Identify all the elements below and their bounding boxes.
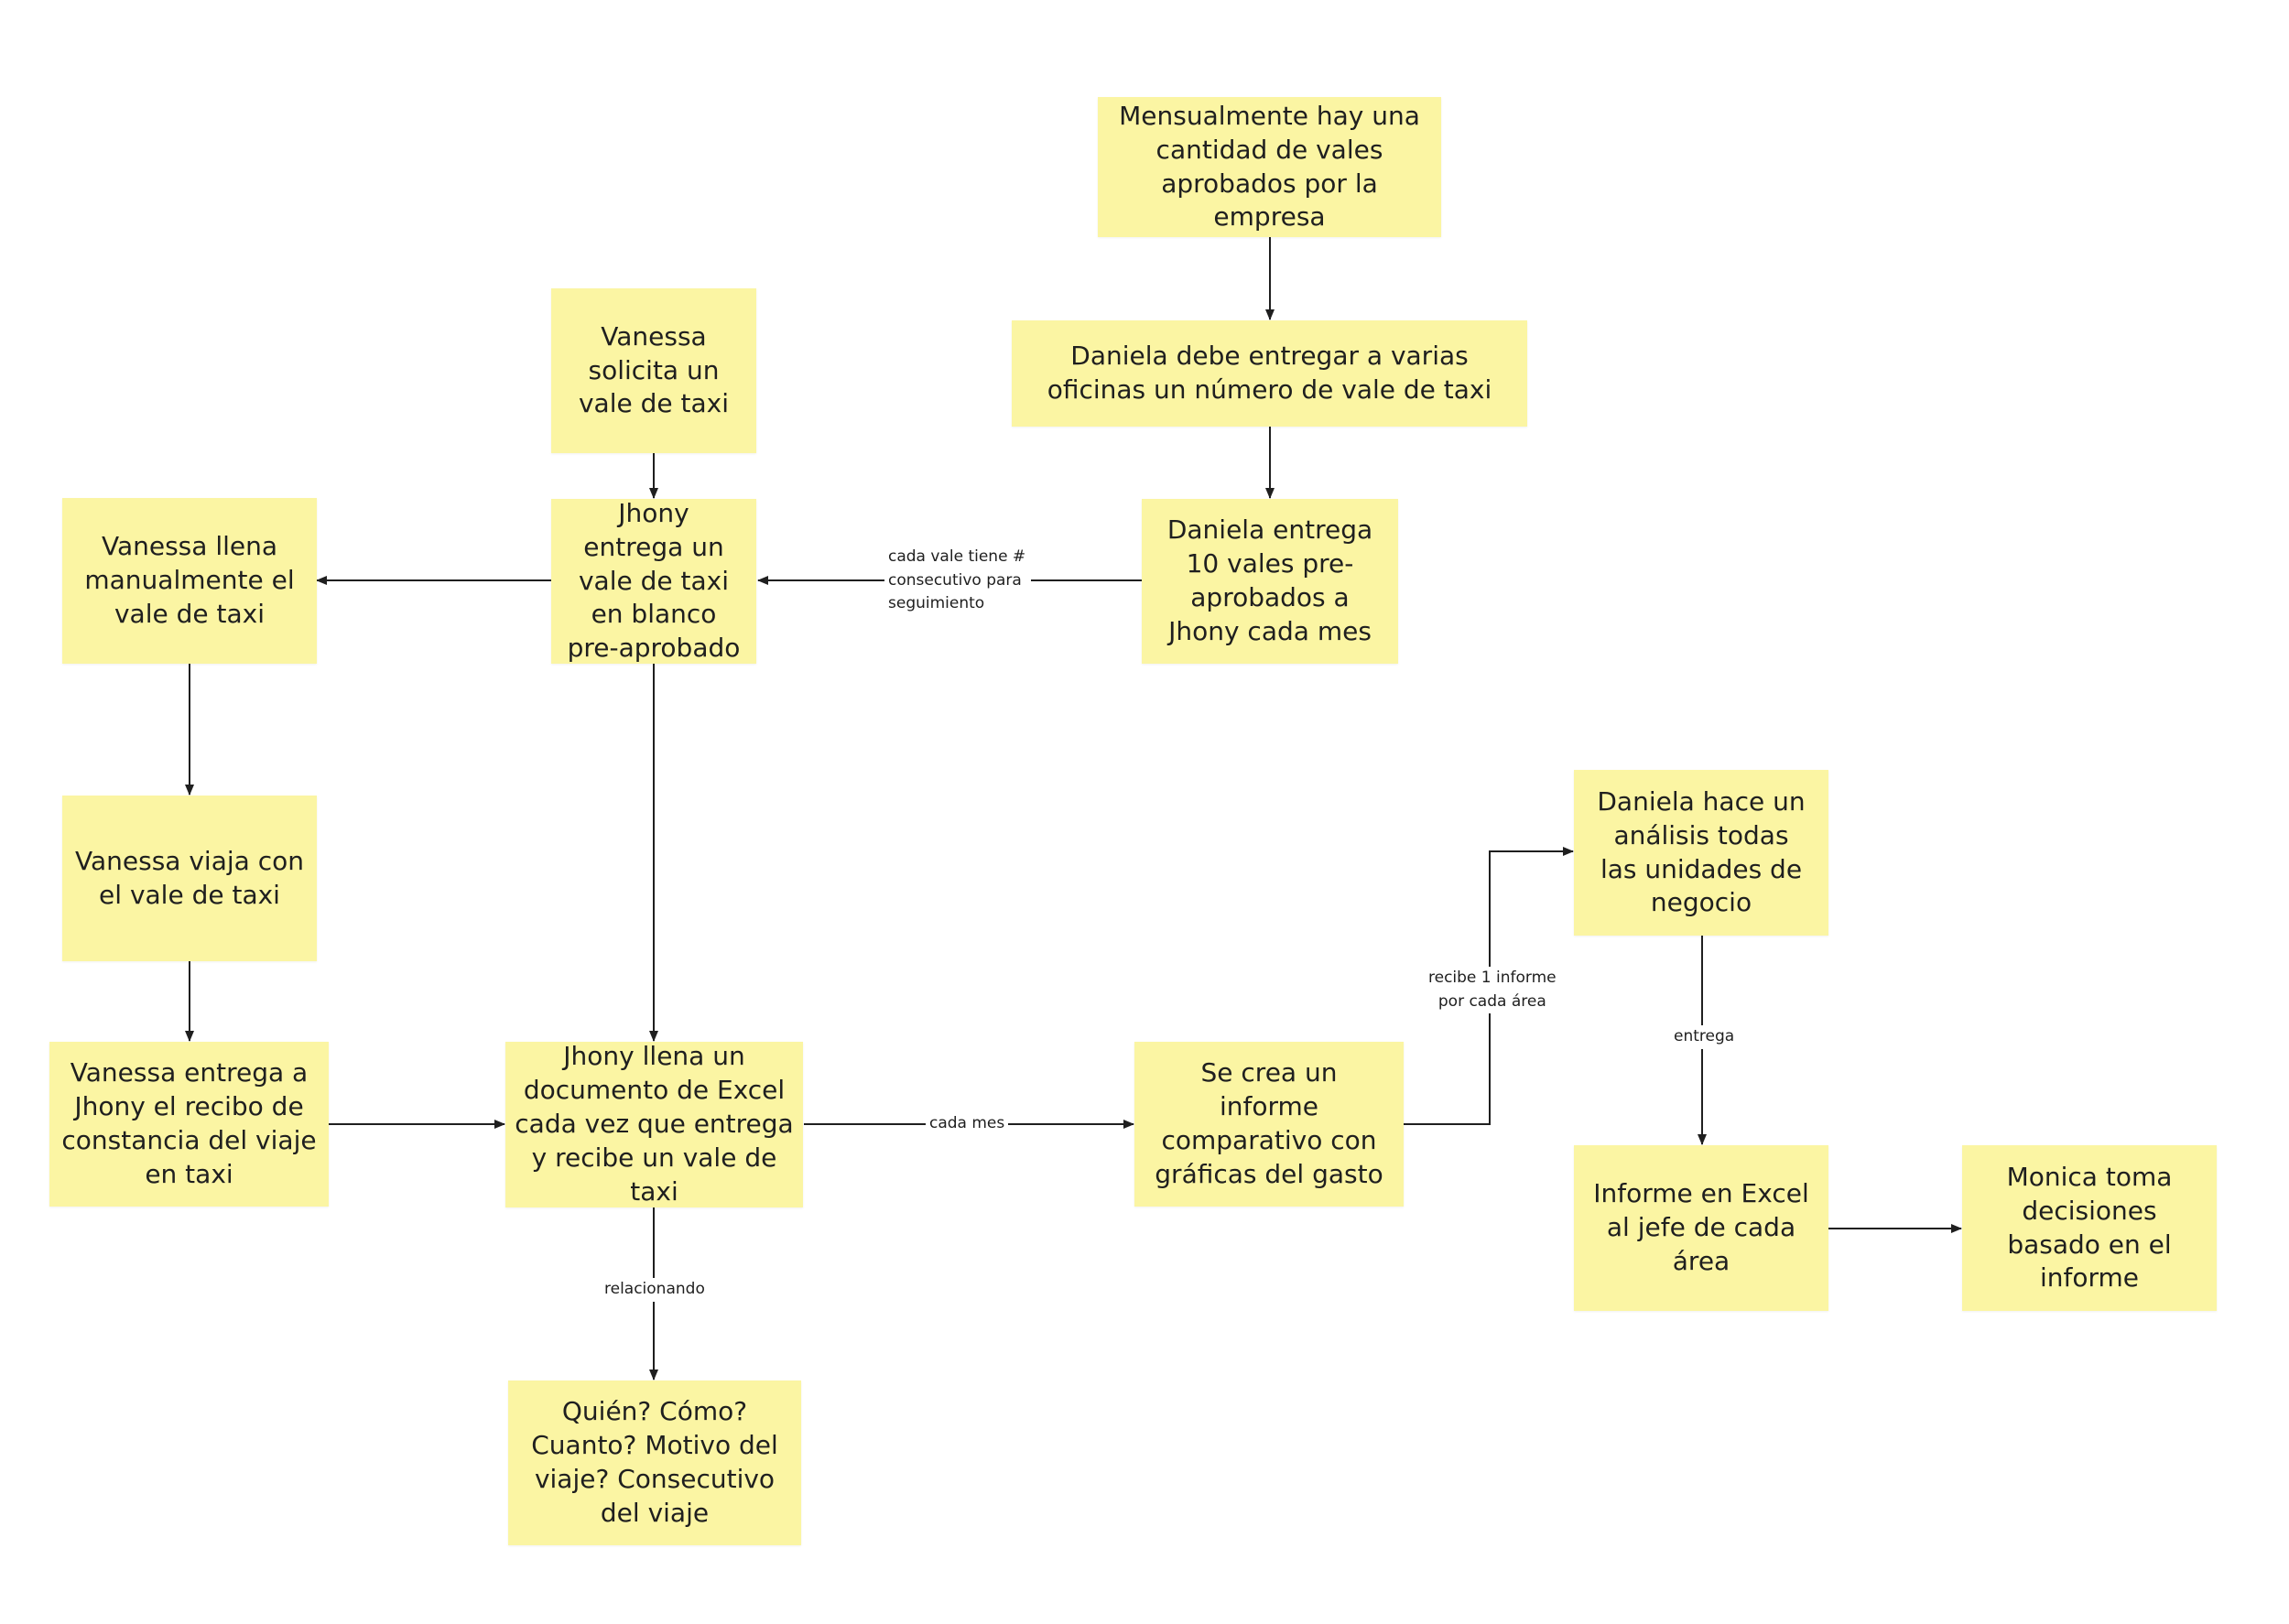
note-vanessa-llena-text: Vanessa llena manualmente el vale de tax…: [84, 531, 295, 629]
edge-label-recibe-informe: recibe 1 informe por cada área: [1425, 967, 1560, 1013]
note-daniela-analisis[interactable]: Daniela hace un análisis todas las unida…: [1574, 770, 1828, 936]
note-monica-text: Monica toma decisiones basado en el info…: [2006, 1161, 2173, 1294]
note-vanessa-viaja[interactable]: Vanessa viaja con el vale de taxi: [62, 796, 317, 961]
note-daniela-oficinas-text: Daniela debe entregar a varias oficinas …: [1047, 341, 1492, 405]
note-vanessa-recibo[interactable]: Vanessa entrega a Jhony el recibo de con…: [49, 1042, 329, 1207]
note-vanessa-llena[interactable]: Vanessa llena manualmente el vale de tax…: [62, 498, 317, 664]
note-jhony-entrega-text: Jhony entrega un vale de taxi en blanco …: [567, 497, 741, 664]
note-jhony-entrega[interactable]: Jhony entrega un vale de taxi en blanco …: [551, 497, 756, 664]
note-quien[interactable]: Quién? Cómo? Cuanto? Motivo del viaje? C…: [508, 1380, 801, 1545]
note-daniela-analisis-text: Daniela hace un análisis todas las unida…: [1597, 785, 1806, 918]
note-monica[interactable]: Monica toma decisiones basado en el info…: [1962, 1145, 2217, 1311]
note-vanessa-recibo-text: Vanessa entrega a Jhony el recibo de con…: [61, 1057, 317, 1189]
note-mensual-text: Mensualmente hay una cantidad de vales a…: [1119, 100, 1420, 233]
edge-label-cada-mes: cada mes: [926, 1112, 1009, 1136]
note-informe-excel-text: Informe en Excel al jefe de cada área: [1593, 1178, 1809, 1276]
note-daniela-oficinas[interactable]: Daniela debe entregar a varias oficinas …: [1012, 320, 1527, 427]
note-vanessa-solicita[interactable]: Vanessa solicita un vale de taxi: [551, 288, 756, 453]
edge-label-consecutivo: cada vale tiene # consecutivo para segui…: [884, 546, 1032, 616]
note-mensual[interactable]: Mensualmente hay una cantidad de vales a…: [1098, 97, 1441, 237]
note-jhony-excel-text: Jhony llena un documento de Excel cada v…: [515, 1041, 794, 1207]
note-quien-text: Quién? Cómo? Cuanto? Motivo del viaje? C…: [531, 1396, 778, 1528]
edge-label-relacionando: relacionando: [601, 1278, 709, 1302]
note-vanessa-solicita-text: Vanessa solicita un vale de taxi: [578, 320, 730, 419]
note-vanessa-viaja-text: Vanessa viaja con el vale de taxi: [75, 845, 304, 910]
note-daniela-entrega[interactable]: Daniela entrega 10 vales pre-aprobados a…: [1142, 499, 1398, 664]
note-jhony-excel[interactable]: Jhony llena un documento de Excel cada v…: [505, 1041, 803, 1207]
edge-label-entrega: entrega: [1670, 1025, 1739, 1049]
note-informe-comparativo-text: Se crea un informe comparativo con gráfi…: [1155, 1057, 1383, 1189]
note-daniela-entrega-text: Daniela entrega 10 vales pre-aprobados a…: [1166, 514, 1373, 646]
note-informe-excel[interactable]: Informe en Excel al jefe de cada área: [1574, 1145, 1828, 1311]
note-informe-comparativo[interactable]: Se crea un informe comparativo con gráfi…: [1134, 1042, 1404, 1207]
